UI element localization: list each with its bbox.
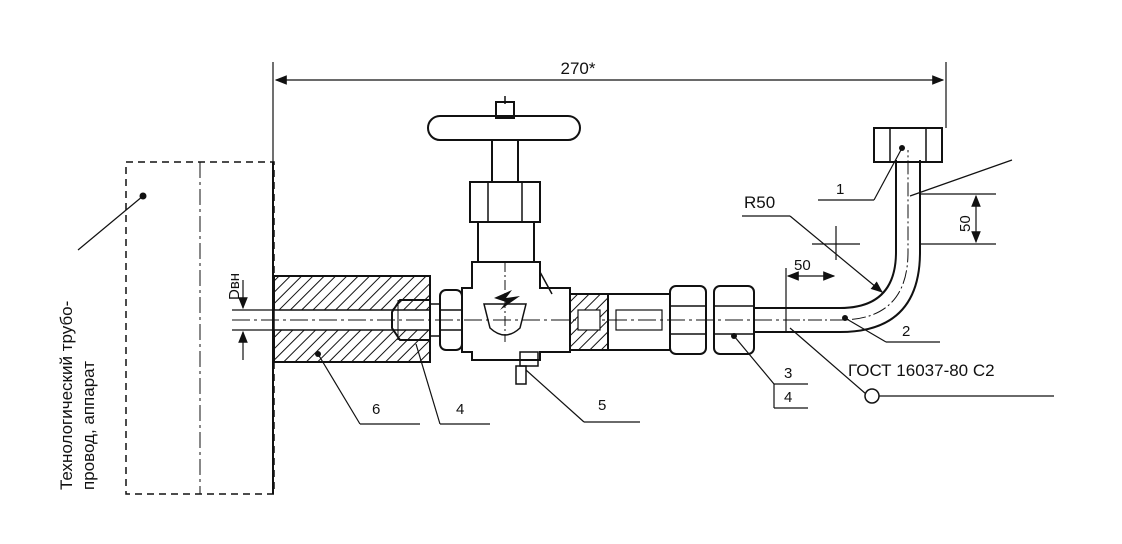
valve-stem (491, 139, 519, 183)
caption-line-2: провод, аппарат (79, 361, 98, 490)
callout-3-4: 3 4 (733, 335, 808, 409)
handwheel (427, 115, 581, 141)
valve-outlet-threaded (569, 293, 671, 351)
inner-diameter-label: Dвн (226, 273, 243, 300)
valve-body (461, 261, 571, 361)
weld-boss-part-6 (273, 275, 431, 363)
standard-note-label: ГОСТ 16037-80 С2 (848, 361, 995, 380)
callout-3-label: 3 (784, 365, 792, 382)
callout-2-label: 2 (902, 323, 910, 340)
vertical-offset-label: 50 (957, 215, 974, 232)
callout-4-right-label: 4 (784, 389, 792, 406)
vertical-offset-dimension: 50 (920, 193, 996, 245)
bend-radius-label: R50 (744, 193, 775, 212)
process-pipeline-apparatus (77, 161, 275, 495)
shutoff-valve-part-5 (427, 96, 581, 385)
bent-tube-part-2 (754, 150, 921, 333)
callout-6: 6 (317, 353, 420, 425)
weld-standard-note: ГОСТ 16037-80 С2 (789, 327, 1054, 404)
bend-radius-dimension: R50 (742, 193, 883, 293)
callout-2: 2 (844, 317, 940, 343)
callout-5-label: 5 (598, 397, 606, 414)
overall-length-label: 270* (561, 59, 596, 78)
horizontal-offset-label: 50 (794, 257, 811, 274)
nut-weld-leader (909, 159, 1013, 197)
overall-length-dimension: 270* (272, 59, 947, 162)
nut-part-1 (873, 127, 943, 163)
callout-5: 5 (525, 369, 640, 423)
callout-6-label: 6 (372, 401, 380, 418)
union-nut-part-3 (669, 285, 707, 355)
horizontal-offset-dimension: 50 (785, 226, 860, 332)
bonnet-nut (469, 181, 541, 223)
inner-diameter-dimension: Dвн (226, 273, 274, 360)
caption-line-1: Технологический трубо- (57, 301, 76, 490)
vertical-caption: Технологический трубо- провод, аппарат (57, 301, 98, 490)
callout-4-left: 4 (415, 343, 490, 425)
callout-4-left-label: 4 (456, 401, 464, 418)
callout-1: 1 (818, 147, 903, 201)
callout-1-label: 1 (836, 181, 844, 198)
